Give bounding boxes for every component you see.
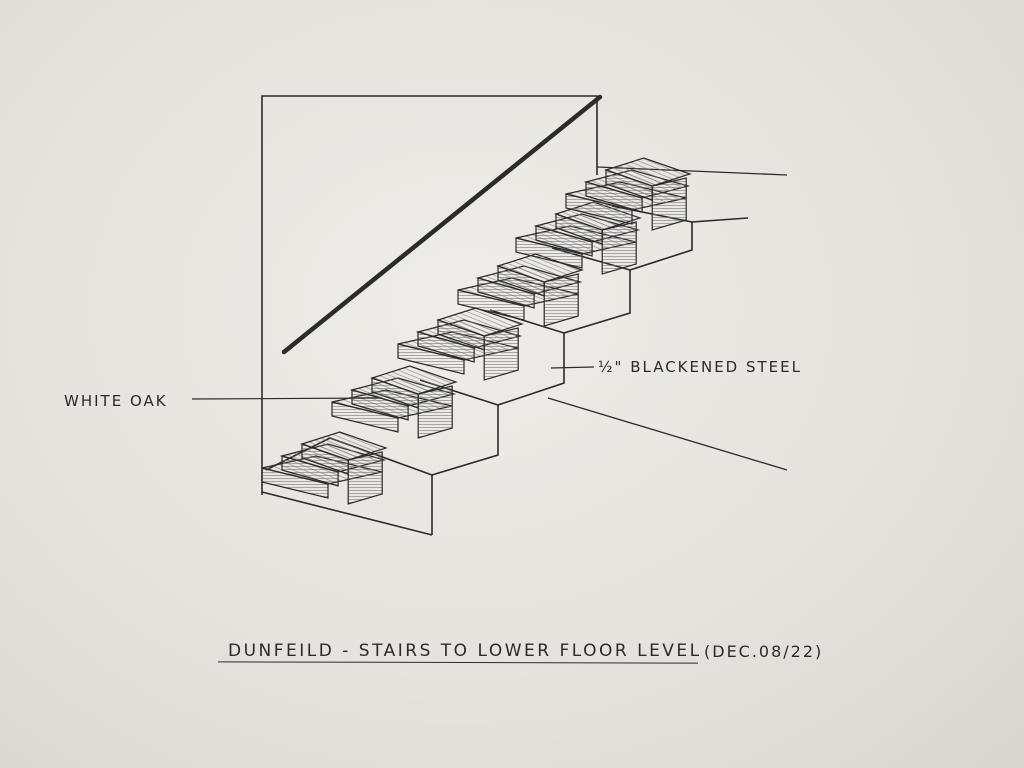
wall-outline — [261, 95, 598, 495]
oak-tread-front — [281, 455, 339, 487]
white-oak-label: WHITE OAK — [64, 392, 168, 410]
oak-block-end — [347, 451, 383, 505]
oak-block-end — [651, 177, 687, 231]
oak-tread-front — [457, 289, 525, 321]
blackened-steel-label: ½" BLACKENED STEEL — [598, 358, 802, 376]
oak-tread-front — [515, 237, 583, 269]
oak-tread-front — [331, 401, 399, 433]
oak-tread-front — [585, 181, 643, 213]
oak-tread-front — [535, 225, 593, 257]
oak-block-end — [601, 221, 637, 275]
handrail — [281, 94, 603, 355]
oak-step-blocks — [261, 157, 692, 505]
drawing-title: DUNFEILD - STAIRS TO LOWER FLOOR LEVEL — [228, 641, 702, 661]
oak-block-end — [543, 273, 579, 327]
oak-tread-front — [565, 193, 633, 225]
oak-block-end — [417, 385, 453, 439]
oak-tread-front — [261, 467, 329, 499]
oak-block-end — [483, 327, 519, 381]
leader-lines — [191, 366, 595, 400]
oak-tread-front — [397, 343, 465, 375]
oak-tread-front — [417, 331, 475, 363]
oak-tread-front — [477, 277, 535, 309]
drawing-date: (DEC.08/22) — [704, 642, 824, 661]
